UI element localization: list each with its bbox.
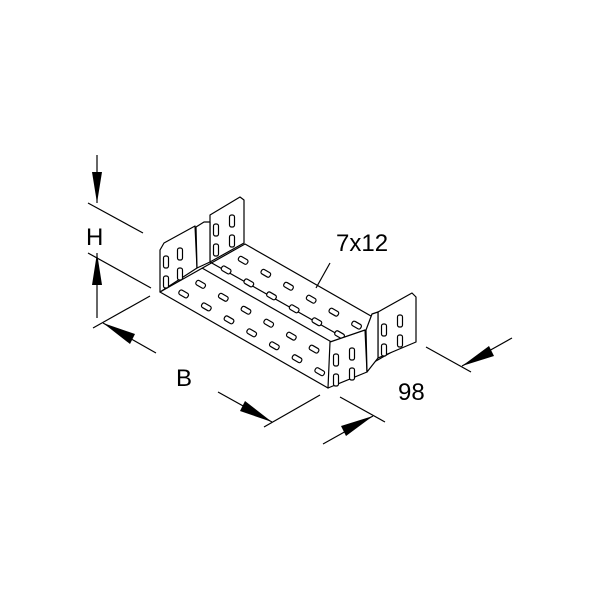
plate-hole [162, 255, 170, 269]
base-hole [268, 341, 280, 351]
length-extension-front [339, 396, 386, 423]
base-hole [240, 305, 252, 315]
h-extension-top [87, 202, 144, 234]
base-hole [178, 289, 190, 299]
b-arrow-right-icon [240, 401, 272, 422]
plate-hole [396, 334, 404, 348]
base-hole [263, 318, 275, 328]
base-hole [200, 302, 212, 312]
h-arrow-down-icon [92, 172, 102, 203]
base-hole [305, 294, 317, 304]
left-fold [195, 221, 211, 269]
length-extension-back [425, 346, 472, 373]
plate-hole [396, 314, 404, 328]
hole-leader-line [315, 262, 331, 289]
right-fold [365, 311, 379, 373]
b-extension-left [92, 295, 151, 329]
base-hole [314, 367, 326, 377]
plate-hole [212, 243, 220, 257]
base-hole [291, 354, 303, 364]
b-extension-right [263, 394, 321, 428]
plate-hole [228, 214, 236, 228]
plate-hole [212, 223, 220, 237]
length-arrow-front-icon [341, 416, 373, 436]
base-hole [311, 317, 323, 327]
base-hole [260, 268, 272, 278]
base-hole [220, 265, 232, 275]
plate-hole [332, 353, 340, 367]
base-hole [308, 344, 320, 354]
base-hole [288, 304, 300, 314]
base-hole [223, 315, 235, 325]
base-hole [195, 279, 207, 289]
hole-size-label: 7x12 [336, 230, 388, 257]
h-extension-bottom [87, 252, 152, 289]
plate-hole [176, 247, 184, 261]
base-holes [178, 255, 385, 377]
base-hole [266, 291, 277, 301]
length-label: 98 [398, 379, 425, 406]
plate-hole [332, 373, 340, 387]
plate-hole [380, 323, 388, 337]
plate-hole [380, 343, 388, 357]
base-hole [237, 255, 249, 265]
plate-hole [348, 367, 356, 381]
width-label: B [176, 365, 192, 392]
plate-hole [228, 234, 236, 248]
base-hole [285, 331, 297, 341]
length-arrow-back-icon [462, 346, 494, 366]
base-hole [283, 281, 294, 291]
base-hole [217, 292, 229, 302]
base-hole [243, 278, 255, 288]
base-hole [328, 307, 340, 317]
base-hole [351, 320, 362, 330]
h-arrow-up-icon [92, 253, 102, 285]
base-hole [246, 328, 258, 338]
plate-hole [348, 347, 356, 361]
plate-holes [162, 214, 404, 387]
b-arrow-left-icon [103, 323, 135, 344]
height-label: H [86, 224, 103, 251]
plate-hole [162, 275, 170, 289]
plate-hole [176, 267, 184, 281]
